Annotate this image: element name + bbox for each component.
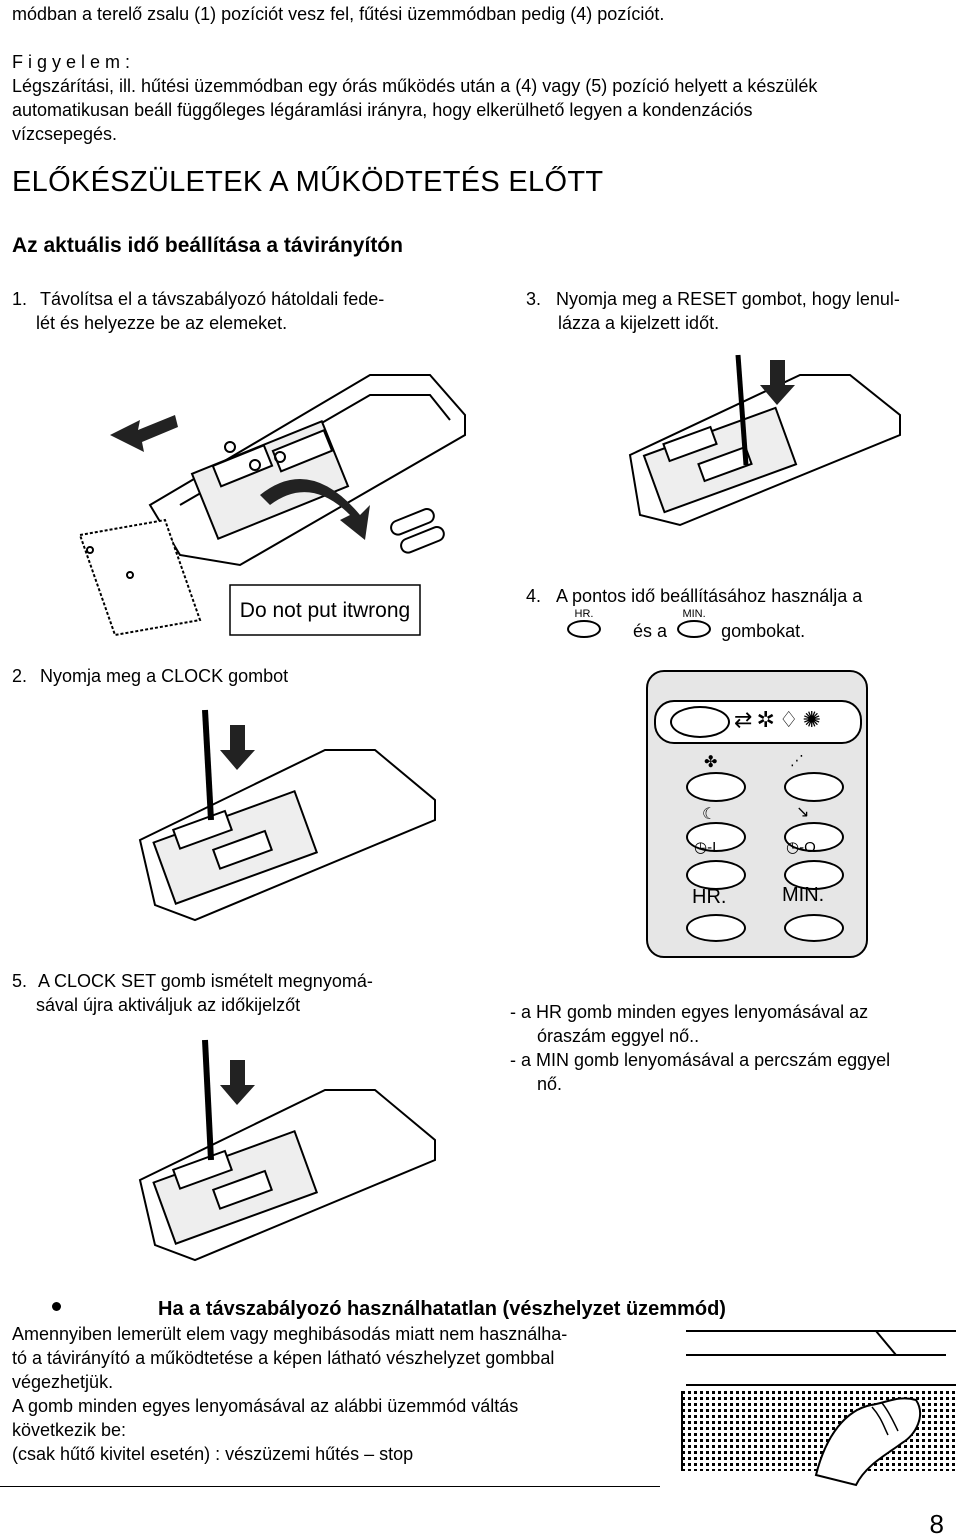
hr-note-line-2: óraszám eggyel nő.. (537, 1026, 700, 1046)
auto-mode-icon: ⇄ (734, 707, 757, 732)
intro-line-1: módban a terelő zsalu (1) pozíciót vesz … (12, 4, 665, 24)
subsection-title: Az aktuális idő beállítása a távirányító… (12, 234, 403, 257)
emergency-line-3: végezhetjük. (12, 1372, 114, 1392)
step-4-and: és a (633, 621, 668, 641)
heat-mode-icon: ✲ (756, 707, 779, 732)
hr-icon-label: HR. (574, 608, 594, 620)
section-title: ELŐKÉSZÜLETEK A MŰKÖDTETÉS ELŐTT (12, 166, 604, 198)
min-oval-icon (677, 620, 712, 638)
step-4-line-1: A pontos idő beállításához használja a (556, 586, 863, 606)
indoor-unit-illustration (681, 1330, 956, 1487)
min-button-label: MIN. (782, 884, 825, 906)
step-3-line-2: lázza a kijelzett időt. (558, 313, 720, 333)
min-note-line-1: - a MIN gomb lenyomásával a percszám egg… (510, 1050, 891, 1070)
footer-rule (0, 1486, 660, 1487)
timer-off-button[interactable] (784, 860, 844, 890)
step-1-line-2: lét és helyezze be az elemeket. (36, 313, 288, 333)
min-icon-label: MIN. (682, 608, 706, 620)
emergency-line-5: következik be: (12, 1420, 127, 1440)
mode-icons: ⇄✲♢✺ (734, 706, 825, 734)
direction-button[interactable] (784, 822, 844, 852)
emergency-line-4: A gomb minden egyes lenyomásával az aláb… (12, 1396, 519, 1416)
emergency-line-2: tó a távirányító a működtetése a képen l… (12, 1348, 555, 1368)
page-number: 8 (929, 1509, 944, 1539)
hr-note-line-1: - a HR gomb minden egyes lenyomásával az (510, 1002, 869, 1022)
sun-mode-icon: ✺ (802, 707, 826, 732)
min-button[interactable] (784, 914, 844, 942)
step-3-line-1: Nyomja meg a RESET gombot, hogy lenul- (556, 289, 900, 309)
battery-insertion-illustration: Do not put itwrong (78, 374, 466, 637)
min-note-line-2: nő. (537, 1074, 563, 1094)
emergency-paragraph: Amennyiben lemerült elem vagy meghibásod… (12, 1322, 672, 1466)
step-3-number: 3. (526, 289, 542, 309)
step-1-number: 1. (12, 289, 28, 309)
fan-button[interactable] (686, 772, 746, 802)
hr-min-notes: - a HR gomb minden egyes lenyomásával az… (510, 1000, 955, 1096)
step-2: 2. Nyomja meg a CLOCK gombot (12, 664, 288, 688)
swing-button[interactable] (784, 772, 844, 802)
clock-press-illustration (138, 709, 436, 922)
attention-text-3: vízcsepegés. (12, 124, 118, 144)
direction-icon: ↘ (796, 804, 810, 821)
emergency-line-1: Amennyiben lemerült elem vagy meghibásod… (12, 1324, 568, 1344)
attention-text-1: Légszárítási, ill. hűtési üzemmódban egy… (12, 76, 818, 96)
timer-on-icon: ◷-I (694, 839, 717, 856)
step-5-number: 5. (12, 971, 28, 991)
step-1: 1. Távolítsa el a távszabályozó hátoldal… (12, 287, 482, 335)
step-4: 4. A pontos idő beállításához használja … (526, 584, 956, 608)
step-2-text: Nyomja meg a CLOCK gombot (40, 666, 289, 686)
hr-oval-icon (567, 620, 601, 638)
fan-icon: ✤ (704, 754, 718, 771)
dry-mode-icon: ♢ (778, 707, 803, 732)
attention-text-2: automatikusan beáll függőleges légáramlá… (12, 100, 753, 120)
hr-button-label: HR. (692, 886, 727, 908)
step-5-line-2: sával újra aktiváljuk az időkijelzőt (36, 995, 301, 1015)
step-2-number: 2. (12, 666, 28, 686)
clock-set-press-illustration (138, 1039, 436, 1262)
sleep-button[interactable] (686, 822, 746, 852)
remote-control-panel: ⇄✲♢✺ ✤ ⋰ ☾ ↘ ◷-I ◷-O HR. MIN. (646, 670, 868, 958)
step-4-end: gombokat. (721, 621, 806, 641)
step-5: 5. A CLOCK SET gomb ismételt megnyomá- s… (12, 969, 472, 1017)
attention-label: F i g y e l e m : (12, 52, 131, 72)
step-3: 3. Nyomja meg a RESET gombot, hogy lenul… (526, 287, 956, 335)
step-4-icons: HR. és a MIN. gombokat. (566, 608, 805, 654)
emergency-line-6: (csak hűtő kivitel esetén) : vészüzemi h… (12, 1444, 414, 1464)
step-4-number: 4. (526, 586, 542, 606)
bullet-dot (52, 1302, 61, 1311)
wrong-caption: Do not put itwrong (240, 599, 410, 622)
swing-icon: ⋰ (790, 752, 804, 768)
mode-button[interactable] (670, 706, 730, 738)
timer-off-icon: ◷-O (786, 839, 816, 856)
timer-on-button[interactable] (686, 860, 746, 890)
hr-button[interactable] (686, 914, 746, 942)
reset-press-illustration (628, 354, 901, 527)
emergency-title: Ha a távszabályozó használhatatlan (vész… (158, 1298, 726, 1320)
intro-paragraph: módban a terelő zsalu (1) pozíciót vesz … (12, 2, 952, 146)
step-1-line-1: Távolítsa el a távszabályozó hátoldali f… (40, 289, 385, 309)
step-5-line-1: A CLOCK SET gomb ismételt megnyomá- (38, 971, 373, 991)
sleep-icon: ☾ (702, 806, 717, 823)
